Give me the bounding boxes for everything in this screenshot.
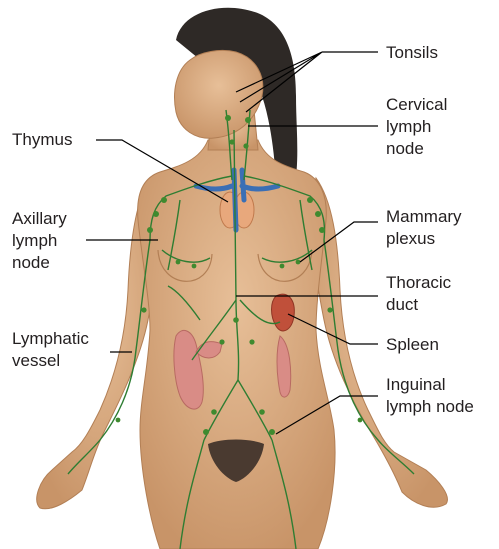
- label-lymphatic-line-2: vessel: [12, 350, 89, 372]
- label-thymus: Thymus: [12, 129, 72, 151]
- label-axillary-lymph-node: Axillary lymph node: [12, 208, 67, 274]
- label-spleen: Spleen: [386, 334, 439, 356]
- label-tonsils: Tonsils: [386, 42, 438, 64]
- label-inguinal-lymph-node: Inguinal lymph node: [386, 374, 474, 418]
- label-mammary-line-1: Mammary: [386, 206, 462, 228]
- label-cervical-line-1: Cervical: [386, 94, 447, 116]
- label-spleen-line: Spleen: [386, 334, 439, 356]
- label-thoracic-line-1: Thoracic: [386, 272, 451, 294]
- label-axillary-line-2: lymph: [12, 230, 67, 252]
- label-axillary-line-3: node: [12, 252, 67, 274]
- label-thoracic-duct: Thoracic duct: [386, 272, 451, 316]
- label-cervical-lymph-node: Cervical lymph node: [386, 94, 447, 160]
- label-thymus-line: Thymus: [12, 129, 72, 151]
- label-mammary-line-2: plexus: [386, 228, 462, 250]
- label-inguinal-line-2: lymph node: [386, 396, 474, 418]
- label-thoracic-line-2: duct: [386, 294, 451, 316]
- label-cervical-line-2: lymph: [386, 116, 447, 138]
- label-tonsils-line: Tonsils: [386, 42, 438, 64]
- label-mammary-plexus: Mammary plexus: [386, 206, 462, 250]
- label-lymphatic-line-1: Lymphatic: [12, 328, 89, 350]
- label-inguinal-line-1: Inguinal: [386, 374, 474, 396]
- label-cervical-line-3: node: [386, 138, 447, 160]
- label-axillary-line-1: Axillary: [12, 208, 67, 230]
- label-lymphatic-vessel: Lymphatic vessel: [12, 328, 89, 372]
